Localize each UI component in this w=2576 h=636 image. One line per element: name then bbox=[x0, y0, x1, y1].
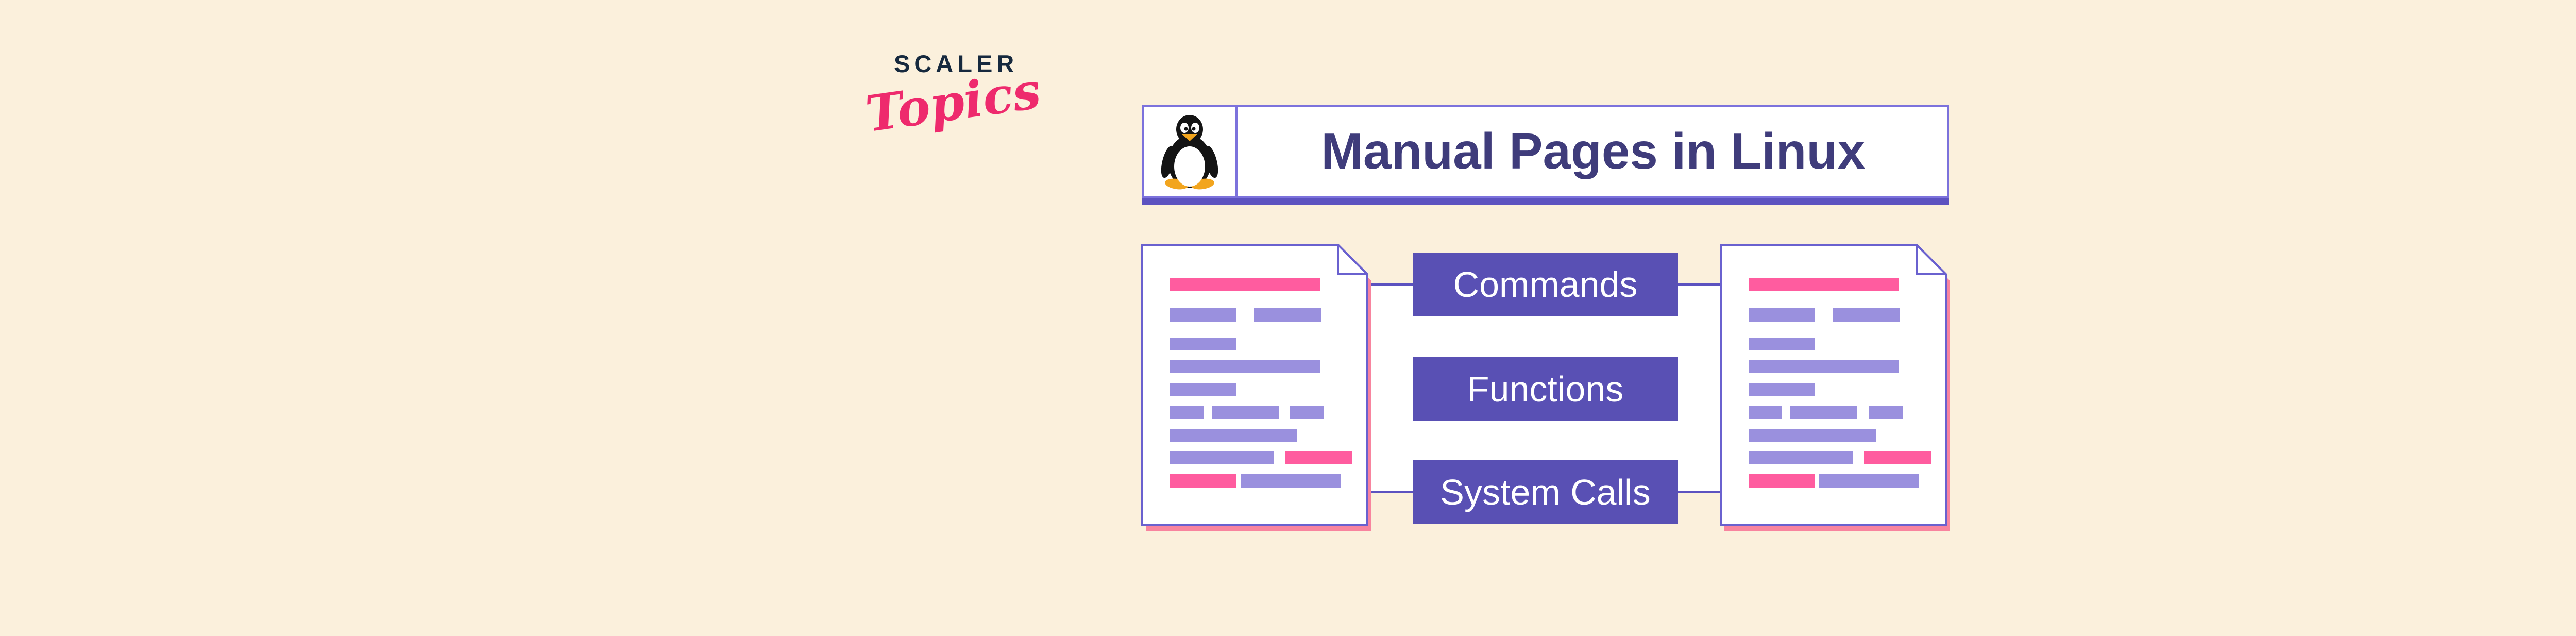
banner-title-text: Manual Pages in Linux bbox=[1321, 122, 1866, 179]
document-dogear-fold bbox=[1916, 244, 1947, 275]
document-text-line bbox=[1749, 360, 1899, 373]
document-text-line bbox=[1212, 406, 1279, 419]
document-text-line bbox=[1241, 474, 1341, 488]
document-text-line bbox=[1170, 278, 1320, 291]
document-text-line bbox=[1869, 406, 1903, 419]
document-text-line bbox=[1864, 451, 1931, 464]
topics-logo-script: Topics bbox=[862, 61, 1044, 144]
document-text-line bbox=[1819, 474, 1919, 488]
document-text-line bbox=[1749, 383, 1815, 396]
document-text-line bbox=[1290, 406, 1324, 419]
manual-page-document-right bbox=[1719, 243, 1956, 534]
document-text-line bbox=[1170, 308, 1236, 322]
document-text-line bbox=[1170, 383, 1236, 396]
document-text-line bbox=[1790, 406, 1857, 419]
document-text-line bbox=[1254, 308, 1321, 322]
category-box-system-calls: System Calls bbox=[1413, 460, 1678, 524]
document-dogear-fold bbox=[1337, 244, 1368, 275]
document-text-line bbox=[1749, 451, 1853, 464]
document-text-line bbox=[1749, 278, 1899, 291]
document-text-line bbox=[1170, 474, 1236, 488]
document-text-line bbox=[1749, 338, 1815, 350]
document-text-line bbox=[1749, 474, 1815, 488]
document-text-line bbox=[1749, 429, 1876, 442]
category-box-functions: Functions bbox=[1413, 357, 1678, 421]
scaler-logo-wordmark: SCALER bbox=[894, 50, 1019, 77]
document-text-line bbox=[1749, 406, 1782, 419]
category-box-commands: Commands bbox=[1413, 253, 1678, 316]
banner-shadow-bar bbox=[1142, 198, 1949, 205]
document-text-line bbox=[1285, 451, 1352, 464]
document-text-line bbox=[1749, 308, 1815, 322]
banner-divider-line bbox=[1235, 107, 1238, 196]
document-text-line bbox=[1833, 308, 1900, 322]
title-banner bbox=[1142, 105, 1949, 198]
document-text-line bbox=[1170, 429, 1297, 442]
manual-page-document-left bbox=[1140, 243, 1377, 534]
tux-penguin-icon bbox=[1157, 113, 1222, 190]
document-text-line bbox=[1170, 406, 1204, 419]
document-text-line bbox=[1170, 360, 1320, 373]
document-text-line bbox=[1170, 451, 1274, 464]
document-text-line bbox=[1170, 338, 1236, 350]
